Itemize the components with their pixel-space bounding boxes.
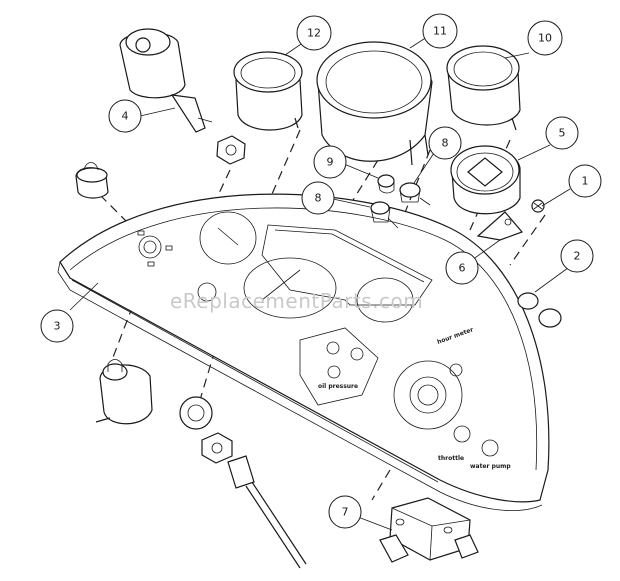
ignition-switch bbox=[119, 28, 246, 165]
callout-2-label: 2 bbox=[574, 250, 581, 263]
watermark: eReplacementParts.com bbox=[170, 289, 423, 313]
callout-5-label: 5 bbox=[559, 127, 566, 140]
callout-7: 7 bbox=[328, 495, 362, 529]
gauge-10 bbox=[446, 45, 521, 131]
gauge-12 bbox=[233, 51, 303, 131]
indicator-lights bbox=[370, 174, 431, 229]
screw-1 bbox=[531, 199, 545, 213]
callout-8b: 8 bbox=[428, 126, 462, 160]
callout-6-label: 6 bbox=[459, 262, 466, 275]
callout-12-label: 12 bbox=[307, 27, 321, 40]
pointer-6 bbox=[476, 211, 524, 241]
callout-4: 4 bbox=[108, 99, 142, 133]
callout-10-label: 10 bbox=[538, 32, 552, 45]
callout-3-label: 3 bbox=[54, 320, 61, 333]
callout-4-label: 4 bbox=[122, 110, 129, 123]
callout-9: 9 bbox=[313, 145, 347, 179]
callout-1: 1 bbox=[568, 164, 602, 198]
callout-11: 11 bbox=[422, 13, 458, 49]
panel-label-bottom-right: water pump bbox=[470, 463, 511, 470]
callout-8a: 8 bbox=[301, 181, 335, 215]
callout-2: 2 bbox=[560, 239, 594, 273]
callout-1-label: 1 bbox=[582, 175, 589, 188]
callout-8b-label: 8 bbox=[442, 137, 449, 150]
fuel-cap bbox=[450, 145, 521, 215]
callout-9-label: 9 bbox=[327, 156, 334, 169]
callout-5: 5 bbox=[545, 116, 579, 150]
callout-10: 10 bbox=[527, 20, 563, 56]
gear-shaft bbox=[179, 396, 307, 569]
dash-panel: oil pressure hour meter throttle water p… bbox=[57, 193, 550, 511]
callout-3: 3 bbox=[40, 309, 74, 343]
panel-label-small: oil pressure bbox=[318, 383, 358, 390]
callout-11-label: 11 bbox=[433, 25, 447, 38]
callout-6: 6 bbox=[445, 251, 479, 285]
plugs-2 bbox=[517, 292, 562, 328]
large-gauge bbox=[316, 41, 433, 166]
lower-switch bbox=[95, 359, 153, 425]
switch-block-7 bbox=[379, 497, 479, 563]
callout-12: 12 bbox=[296, 15, 332, 51]
callout-8a-label: 8 bbox=[315, 192, 322, 205]
callout-7-label: 7 bbox=[342, 506, 349, 519]
small-knob bbox=[75, 162, 109, 199]
panel-label-bottom-left: throttle bbox=[438, 455, 464, 462]
